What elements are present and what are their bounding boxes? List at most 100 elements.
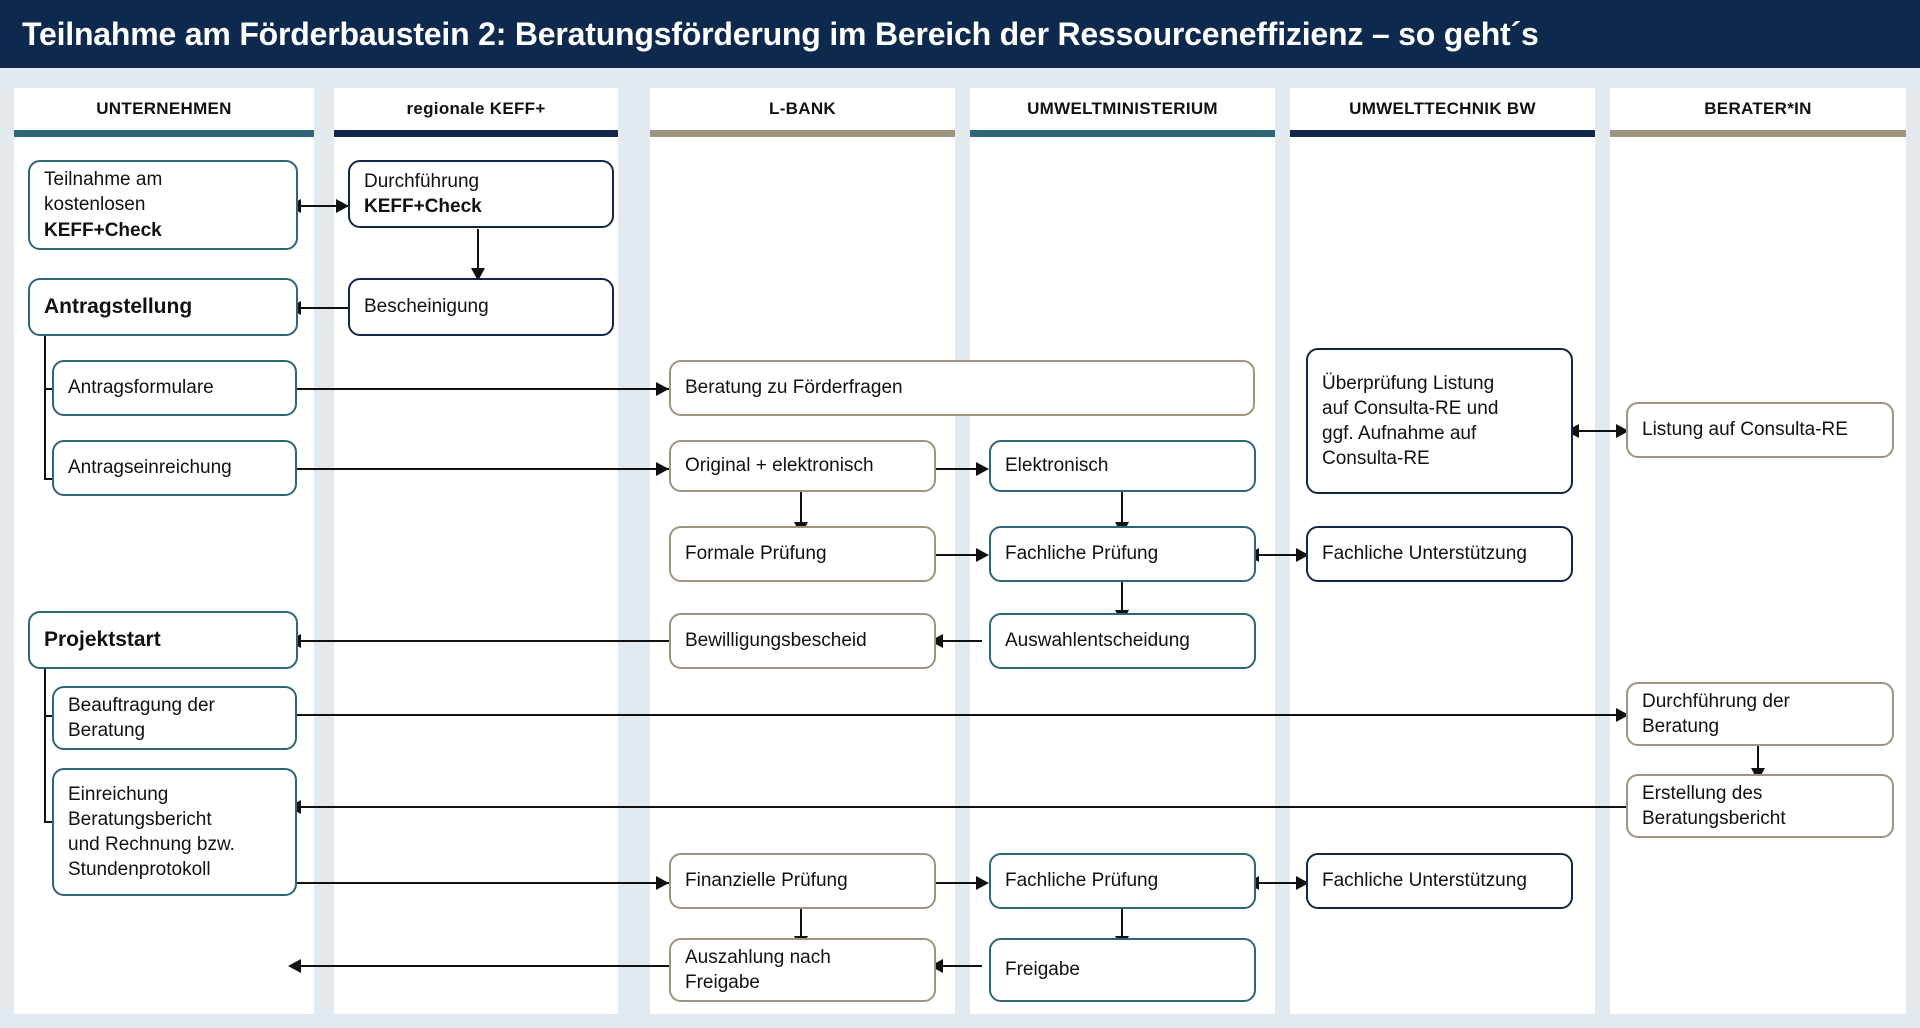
lane-header-l-bank: L-BANK: [650, 88, 955, 130]
lane-rule-unternehmen: [14, 130, 314, 137]
node-bewilligungsbescheid[interactable]: Bewilligungsbescheid: [669, 613, 936, 669]
lane-header-label: regionale KEFF+: [406, 99, 546, 118]
node-fachliche-pruefung-2[interactable]: Fachliche Prüfung: [989, 853, 1256, 909]
connector-erstellung-einreichung: [300, 806, 1626, 808]
node-label: Elektronisch: [1005, 455, 1109, 477]
node-label: Original + elektronisch: [685, 455, 874, 477]
node-formale-pruefung[interactable]: Formale Prüfung: [669, 526, 936, 582]
lane-berater-in: BERATER*IN: [1610, 88, 1906, 1014]
lane-header-umwelttechnik-bw: UMWELTTECHNIK BW: [1290, 88, 1595, 130]
node-label: Projektstart: [44, 628, 161, 652]
lane-rule-regionale-keff: [334, 130, 618, 137]
node-antragseinreichung[interactable]: Antragseinreichung: [52, 440, 297, 496]
node-fachliche-unterstuetzung-2[interactable]: Fachliche Unterstützung: [1306, 853, 1573, 909]
node-fachliche-pruefung-1[interactable]: Fachliche Prüfung: [989, 526, 1256, 582]
connector-original-elektronisch: [936, 468, 982, 470]
lane-header-umweltministerium: UMWELTMINISTERIUM: [970, 88, 1275, 130]
arrowhead-down: [471, 268, 485, 281]
connector-fachliche2-freigabe: [1121, 904, 1123, 944]
connector-bescheinigung-antragstellung: [300, 307, 350, 309]
connector-original-formale: [800, 490, 802, 530]
connector-formale-fachliche: [936, 554, 982, 556]
lane-rule-l-bank: [650, 130, 955, 137]
page-title-bar: Teilnahme am Förderbaustein 2: Beratungs…: [0, 0, 1920, 68]
connector-elektronisch-fachliche: [1121, 490, 1123, 530]
connector-antragseinreichung-original: [297, 468, 669, 470]
bracket-stem: [44, 663, 46, 823]
node-beratung-zu-foerderfragen[interactable]: Beratung zu Förderfragen: [669, 360, 1255, 416]
node-freigabe[interactable]: Freigabe: [989, 938, 1256, 1002]
arrowhead-right: [1616, 424, 1629, 438]
node-finanzielle-pruefung[interactable]: Finanzielle Prüfung: [669, 853, 936, 909]
lane-header-label: UMWELTTECHNIK BW: [1349, 99, 1536, 118]
lane-rule-umweltministerium: [970, 130, 1275, 137]
node-bescheinigung[interactable]: Bescheinigung: [348, 278, 614, 336]
node-antragsformulare[interactable]: Antragsformulare: [52, 360, 297, 416]
arrowhead-right: [656, 382, 669, 396]
arrowhead-right: [656, 462, 669, 476]
arrowhead-right: [1616, 708, 1629, 722]
node-auswahlentscheidung[interactable]: Auswahlentscheidung: [989, 613, 1256, 669]
lane-rule-berater-in: [1610, 130, 1906, 137]
node-fachliche-unterstuetzung-1[interactable]: Fachliche Unterstützung: [1306, 526, 1573, 582]
node-label: Fachliche Unterstützung: [1322, 870, 1527, 892]
lane-header-label: UNTERNEHMEN: [96, 99, 232, 118]
bracket-stem: [44, 332, 46, 480]
node-elektronisch[interactable]: Elektronisch: [989, 440, 1256, 492]
connector-fachliche-auswahl: [1121, 578, 1123, 618]
node-label: Formale Prüfung: [685, 543, 827, 565]
node-label: Antragsformulare: [68, 377, 214, 399]
node-label: Fachliche Prüfung: [1005, 870, 1159, 892]
node-label: Fachliche Prüfung: [1005, 543, 1159, 565]
lane-header-label: BERATER*IN: [1704, 99, 1812, 118]
node-label: Finanzielle Prüfung: [685, 870, 848, 892]
lane-header-regionale-keff: regionale KEFF+: [334, 88, 618, 130]
node-listung-auf-consulta-re[interactable]: Listung auf Consulta-RE: [1626, 402, 1894, 458]
arrowhead-left: [288, 959, 301, 973]
node-label: Bewilligungsbescheid: [685, 630, 867, 652]
node-antragstellung[interactable]: Antragstellung: [28, 278, 298, 336]
connector-antragsformulare-beratung: [297, 388, 669, 390]
connector-finanzielle-auszahlung: [800, 904, 802, 944]
connector-auszahlung-unternehmen: [300, 965, 670, 967]
arrowhead-right: [336, 199, 349, 213]
node-label: Fachliche Unterstützung: [1322, 543, 1527, 565]
node-label: Freigabe: [1005, 959, 1080, 981]
node-label: Antragstellung: [44, 295, 193, 319]
lane-header-unternehmen: UNTERNEHMEN: [14, 88, 314, 130]
arrowhead-right: [976, 462, 989, 476]
node-projektstart[interactable]: Projektstart: [28, 611, 298, 669]
lane-regionale-keff: regionale KEFF+: [334, 88, 618, 1014]
connector-einreichung-finanzielle: [297, 882, 669, 884]
arrowhead-right: [1296, 548, 1309, 562]
arrowhead-right: [656, 876, 669, 890]
node-label: Antragseinreichung: [68, 457, 232, 479]
lane-rule-umwelttechnik-bw: [1290, 130, 1595, 137]
node-label: Bescheinigung: [364, 296, 489, 318]
connector-fachliche2-unterstuetzung2: [1258, 882, 1302, 884]
arrowhead-right: [976, 548, 989, 562]
lane-header-label: UMWELTMINISTERIUM: [1027, 99, 1218, 118]
node-original-plus-elektronisch[interactable]: Original + elektronisch: [669, 440, 936, 492]
node-label: Beratung zu Förderfragen: [685, 377, 903, 399]
connector-bewilligung-projektstart: [300, 640, 670, 642]
arrowhead-right: [976, 876, 989, 890]
page-title: Teilnahme am Förderbaustein 2: Beratungs…: [22, 15, 1539, 52]
connector-durchfuehrung-bescheinigung: [477, 229, 479, 277]
connector-freigabe-auszahlung: [936, 965, 982, 967]
